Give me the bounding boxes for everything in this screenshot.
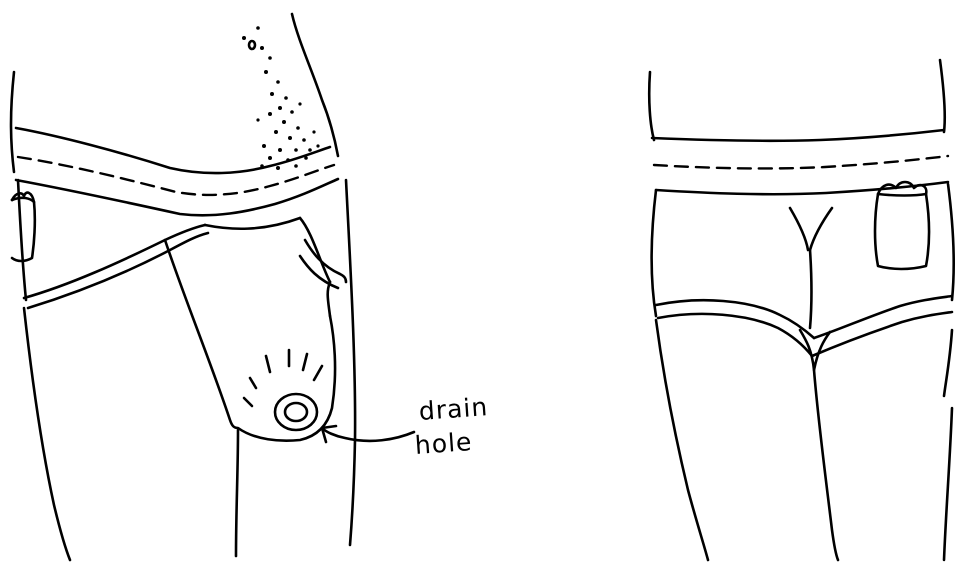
left-figure-front-leg <box>346 180 355 545</box>
ray-3 <box>266 356 270 372</box>
ray-5 <box>303 354 307 370</box>
right-seat-seam-left <box>790 208 808 250</box>
pouch-top <box>205 218 300 229</box>
right-figure-left-leg <box>656 320 708 560</box>
right-figure-inner-leg <box>814 370 838 560</box>
right-pocket <box>875 194 929 269</box>
ray-1 <box>244 398 252 406</box>
left-figure <box>11 14 414 560</box>
ray-6 <box>314 366 322 380</box>
ray-2 <box>250 378 256 388</box>
drain-hole-outer <box>275 394 317 430</box>
right-figure-left-torso <box>649 72 654 140</box>
drain-hole-label-line1: drain <box>418 393 489 426</box>
right-figure-right-side <box>948 184 954 300</box>
right-figure <box>649 60 953 560</box>
left-figure-back-outline <box>11 72 14 172</box>
right-waistband-bottom <box>656 182 948 194</box>
left-pocket <box>12 198 35 261</box>
left-brief-leg-opening-inner <box>28 233 208 308</box>
right-figure-right-leg-low <box>944 408 952 560</box>
left-waistband-bottom <box>16 179 338 215</box>
pouch-curve-bottom <box>328 282 330 316</box>
left-figure-front-torso <box>292 14 338 156</box>
right-waistband-top <box>652 130 944 141</box>
drain-hole-label-line2: hole <box>414 428 473 460</box>
pouch-rim <box>305 240 346 282</box>
right-seat-seam-right <box>810 208 832 250</box>
right-brief-leg-right-inner <box>812 312 952 356</box>
right-seat-seam-down <box>810 250 812 328</box>
hair-stipple <box>242 26 320 170</box>
right-brief-leg-left <box>656 300 814 338</box>
left-figure-inner-leg <box>236 430 238 556</box>
pouch-rim-inner <box>300 256 338 288</box>
drain-hole-inner <box>285 403 307 421</box>
right-figure-left-side <box>652 190 657 316</box>
left-brief-leg-opening <box>24 225 205 298</box>
callout-arrow-line <box>322 428 414 441</box>
left-figure-back-leg <box>24 308 70 560</box>
right-brief-leg-right <box>814 296 952 338</box>
right-waistband-stitch <box>654 156 948 168</box>
right-figure-right-torso <box>940 60 945 132</box>
right-figure-right-leg <box>944 330 952 396</box>
